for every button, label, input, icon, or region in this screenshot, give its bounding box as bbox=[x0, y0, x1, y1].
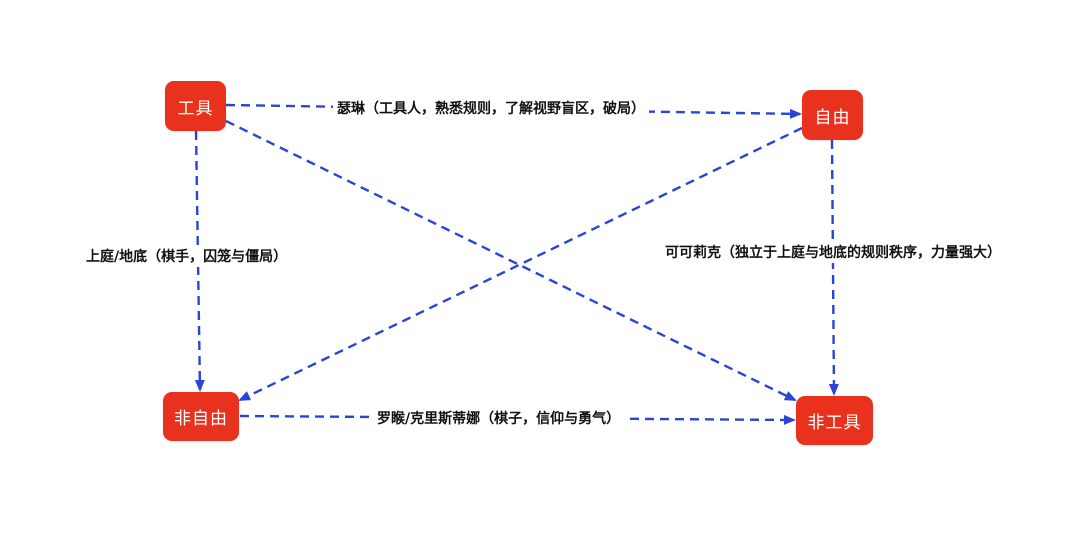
edge-tool-to-non-tool bbox=[225, 119, 797, 402]
edge-label-freedom-to-non-tool: 可可莉克（独立于上庭与地底的规则秩序，力量强大） bbox=[656, 243, 1010, 263]
edge-label-non-freedom-to-non-tool: 罗睺/克里斯蒂娜（棋子，信仰与勇气） bbox=[371, 409, 627, 429]
node-non-freedom: 非自由 bbox=[163, 392, 239, 441]
node-tool: 工具 bbox=[165, 81, 226, 131]
node-freedom: 自由 bbox=[802, 90, 863, 140]
edge-label-tool-to-non-freedom: 上庭/地底（棋手，囚笼与僵局） bbox=[84, 247, 290, 267]
edge-label-tool-to-freedom: 瑟琳（工具人，熟悉规则，了解视野盲区，破局） bbox=[333, 99, 649, 119]
edge-tool-to-non-freedom bbox=[194, 130, 205, 392]
node-non-tool: 非工具 bbox=[796, 396, 873, 445]
edge-freedom-to-non-tool bbox=[828, 139, 839, 396]
